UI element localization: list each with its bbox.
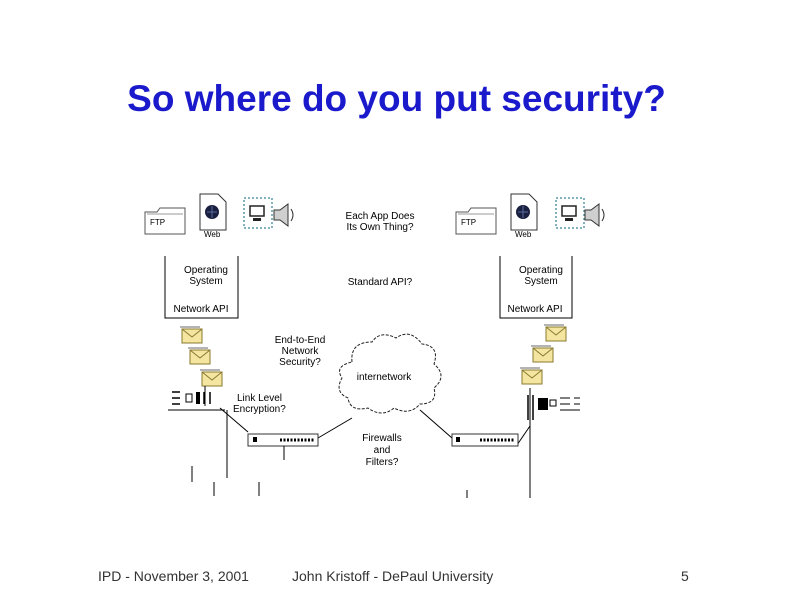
workstation-icon-right: [527, 395, 580, 420]
e2e-question-line-2: Network: [282, 346, 320, 357]
ftp-label-left: FTP: [150, 218, 165, 227]
footer-date: IPD - November 3, 2001: [98, 568, 249, 584]
os-bracket-left: [164, 256, 239, 319]
os-label-left-line-2: System: [189, 276, 222, 287]
os-bracket-right: [499, 256, 573, 319]
envelope-icon: [519, 367, 543, 385]
web-document-icon-left: Web: [199, 193, 227, 239]
router-icon-right: [451, 433, 519, 447]
network-links: [204, 386, 531, 498]
os-label-right-line-2: System: [524, 276, 557, 287]
slide-title: So where do you put security?: [127, 78, 666, 119]
os-label-left-line-1: Operating: [184, 265, 228, 276]
web-document-icon-right: Web: [510, 193, 538, 239]
firewall-question-line-1: Firewalls: [362, 433, 401, 444]
terminal-icon-left: [243, 197, 273, 229]
lan-drops: [191, 466, 468, 498]
envelope-icon: [543, 324, 567, 342]
web-label-right: Web: [515, 230, 532, 239]
terminal-icon-right: [555, 197, 585, 229]
footer-author: John Kristoff - DePaul University: [292, 568, 494, 584]
ftp-folder-icon-right: FTP: [455, 207, 497, 235]
link-question-line-2: Encryption?: [233, 404, 286, 415]
network-api-left: Network API: [173, 304, 228, 315]
envelope-icon: [199, 369, 223, 387]
app-question-line-1: Each App Does: [346, 211, 415, 222]
envelope-icon: [179, 326, 203, 344]
ftp-folder-icon-left: FTP: [144, 207, 186, 235]
internetwork-cloud: internetwork: [338, 333, 442, 414]
e2e-question-line-1: End-to-End: [275, 335, 326, 346]
ftp-label-right: FTP: [461, 218, 476, 227]
speaker-icon-right: [584, 203, 605, 227]
api-question: Standard API?: [348, 277, 413, 288]
workstation-icon-left: [168, 391, 225, 411]
os-label-right-line-1: Operating: [519, 265, 563, 276]
router-icon-left: [247, 433, 319, 460]
app-question-line-2: Its Own Thing?: [346, 222, 414, 233]
envelope-icon: [187, 347, 211, 365]
page-number: 5: [681, 568, 689, 584]
e2e-question-line-3: Security?: [279, 357, 321, 368]
internetwork-label: internetwork: [357, 372, 412, 383]
firewall-question-line-3: Filters?: [366, 457, 399, 468]
web-label-left: Web: [204, 230, 221, 239]
speaker-icon-left: [273, 203, 294, 227]
envelope-icon: [530, 345, 554, 363]
link-question-line-1: Link Level: [237, 393, 282, 404]
network-api-right: Network API: [507, 304, 562, 315]
firewall-question-line-2: and: [374, 445, 391, 456]
